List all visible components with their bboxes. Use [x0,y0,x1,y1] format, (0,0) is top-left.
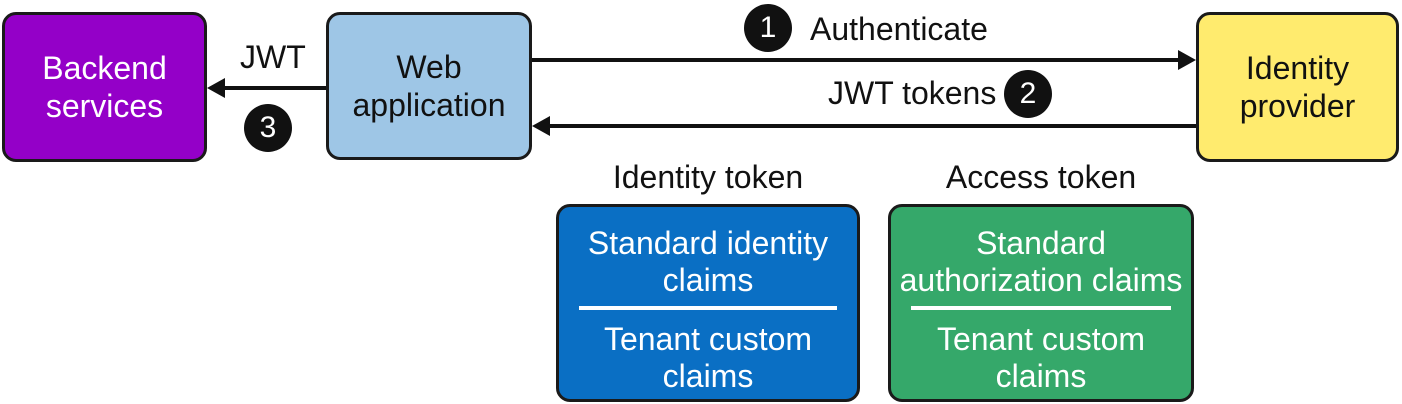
identity-top-line1: Standard identity [587,225,829,261]
identity-custom-claims: Tenant custom claims [559,321,857,395]
access-bottom-line1: Tenant custom [936,321,1146,357]
step-1-badge: 1 [744,4,792,52]
access-divider [911,306,1171,310]
identity-top-line2: claims [662,262,754,298]
authenticate-arrowhead [1178,50,1196,70]
authenticate-label: Authenticate [810,11,988,47]
identity-bottom-line2: claims [662,358,754,394]
jwt-tokens-label: JWT tokens [828,75,997,111]
identity-provider-node: Identity provider [1196,12,1399,162]
identity-divider [579,306,837,310]
step-3-badge: 3 [244,104,292,152]
identity-token-title: Identity token [612,159,804,195]
webapp-label-line2: application [352,87,506,123]
webapp-label-line1: Web [396,49,462,85]
jwt-label: JWT [240,39,306,75]
access-top-line1: Standard [976,225,1106,261]
web-application-node: Web application [326,12,532,160]
access-standard-claims: Standard authorization claims [891,225,1191,299]
backend-label-line1: Backend [42,50,167,86]
identity-bottom-line1: Tenant custom [603,321,813,357]
backend-label-line2: services [45,88,164,124]
access-custom-claims: Tenant custom claims [891,321,1191,395]
access-top-line2: authorization claims [899,262,1183,298]
jwt-tokens-arrowhead [532,116,550,136]
backend-services-node: Backend services [2,12,207,162]
identity-standard-claims: Standard identity claims [559,225,857,299]
jwt-arrowhead [207,78,225,98]
idp-label-line1: Identity [1245,50,1350,86]
step-2-badge: 2 [1004,70,1052,118]
identity-token-box: Standard identity claims Tenant custom c… [556,204,860,402]
idp-label-line2: provider [1239,88,1356,124]
access-bottom-line2: claims [995,358,1087,394]
access-token-box: Standard authorization claims Tenant cus… [888,204,1194,402]
access-token-title: Access token [945,159,1137,195]
